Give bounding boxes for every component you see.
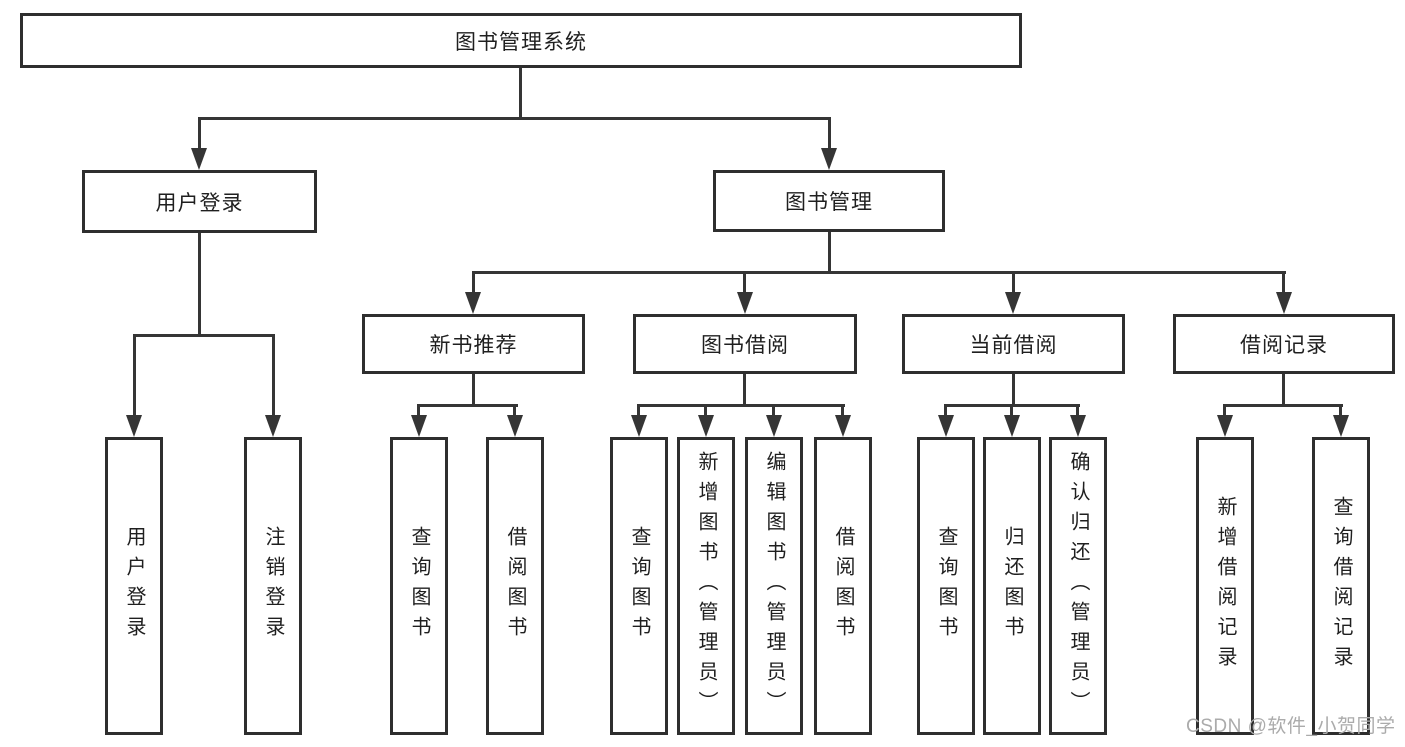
leaf-bb-query-book: 查询图书 — [610, 437, 668, 735]
leaf-label: 查询图书 — [628, 526, 650, 646]
connector-line — [1282, 374, 1285, 407]
connector-line — [1282, 271, 1285, 292]
connector-line — [1012, 374, 1015, 407]
arrow-down-icon — [1005, 292, 1021, 314]
leaf-bb-borrow-book: 借阅图书 — [814, 437, 872, 735]
leaf-label: 借阅图书 — [832, 526, 854, 646]
node-label: 图书管理系统 — [455, 30, 587, 54]
node-label: 当前借阅 — [969, 334, 1058, 357]
connector-line — [1010, 404, 1013, 415]
connector-line — [828, 232, 831, 274]
arrow-down-icon — [766, 415, 782, 437]
arrow-down-icon — [698, 415, 714, 437]
connector-line — [472, 271, 1286, 274]
connector-line — [704, 404, 707, 415]
leaf-user-login: 用户登录 — [105, 437, 163, 735]
arrow-down-icon — [938, 415, 954, 437]
node-user-login: 用户登录 — [82, 170, 317, 233]
node-label: 用户登录 — [155, 191, 244, 215]
node-book-borrowing: 图书借阅 — [633, 314, 857, 374]
csdn-watermark: CSDN @软件_小贺同学 — [1186, 716, 1396, 737]
connector-line — [513, 404, 516, 415]
leaf-cb-confirm-return-admin: 确认归还（管理员） — [1049, 437, 1107, 735]
leaf-label: 新增借阅记录 — [1214, 496, 1236, 676]
leaf-label: 归还图书 — [1001, 526, 1023, 646]
leaf-cb-query-book: 查询图书 — [917, 437, 975, 735]
node-label: 图书管理 — [785, 191, 873, 214]
leaf-rec-borrow-book: 借阅图书 — [486, 437, 544, 735]
connector-line — [272, 334, 275, 415]
leaf-rec-query-book: 查询图书 — [390, 437, 448, 735]
connector-line — [638, 404, 845, 407]
connector-line — [1339, 404, 1342, 415]
connector-line — [198, 117, 831, 120]
arrow-down-icon — [631, 415, 647, 437]
leaf-label: 新增图书（管理员） — [695, 451, 717, 721]
connector-line — [472, 271, 475, 292]
arrow-down-icon — [737, 292, 753, 314]
leaf-cb-return-book: 归还图书 — [983, 437, 1041, 735]
connector-line — [743, 271, 746, 292]
arrow-down-icon — [411, 415, 427, 437]
leaf-label: 编辑图书（管理员） — [763, 451, 785, 721]
arrow-down-icon — [126, 415, 142, 437]
connector-line — [944, 404, 947, 415]
arrow-down-icon — [191, 148, 207, 170]
connector-line — [828, 117, 831, 148]
connector-line — [418, 404, 518, 407]
node-library-management-system: 图书管理系统 — [20, 13, 1022, 68]
leaf-label: 用户登录 — [123, 526, 145, 646]
leaf-label: 确认归还（管理员） — [1067, 451, 1089, 721]
connector-line — [1224, 404, 1343, 407]
leaf-label: 查询借阅记录 — [1330, 496, 1352, 676]
leaf-br-add-record: 新增借阅记录 — [1196, 437, 1254, 735]
leaf-label: 注销登录 — [262, 526, 284, 646]
node-current-borrowing: 当前借阅 — [902, 314, 1125, 374]
connector-line — [637, 404, 640, 415]
node-label: 图书借阅 — [701, 334, 789, 357]
arrow-down-icon — [1004, 415, 1020, 437]
arrow-down-icon — [1333, 415, 1349, 437]
leaf-bb-edit-book-admin: 编辑图书（管理员） — [745, 437, 803, 735]
connector-line — [472, 374, 475, 407]
arrow-down-icon — [835, 415, 851, 437]
leaf-logout-login: 注销登录 — [244, 437, 302, 735]
arrow-down-icon — [265, 415, 281, 437]
node-label: 借阅记录 — [1240, 334, 1328, 357]
node-borrowing-records: 借阅记录 — [1173, 314, 1395, 374]
arrow-down-icon — [1070, 415, 1086, 437]
leaf-label: 查询图书 — [408, 526, 430, 646]
connector-line — [133, 334, 136, 415]
leaf-bb-add-book-admin: 新增图书（管理员） — [677, 437, 735, 735]
connector-line — [743, 374, 746, 407]
node-book-management: 图书管理 — [713, 170, 945, 232]
leaf-br-query-record: 查询借阅记录 — [1312, 437, 1370, 735]
node-new-book-recommend: 新书推荐 — [362, 314, 585, 374]
connector-line — [772, 404, 775, 415]
arrow-down-icon — [1217, 415, 1233, 437]
connector-line — [1223, 404, 1226, 415]
leaf-label: 查询图书 — [935, 526, 957, 646]
connector-line — [133, 334, 275, 337]
arrow-down-icon — [1276, 292, 1292, 314]
leaf-label: 借阅图书 — [504, 526, 526, 646]
connector-line — [198, 233, 201, 336]
arrow-down-icon — [465, 292, 481, 314]
node-label: 新书推荐 — [429, 334, 518, 357]
connector-line — [519, 68, 522, 118]
connector-line — [841, 404, 844, 415]
connector-line — [417, 404, 420, 415]
arrow-down-icon — [507, 415, 523, 437]
connector-line — [1076, 404, 1079, 415]
connector-line — [1012, 271, 1015, 292]
connector-line — [198, 117, 201, 148]
arrow-down-icon — [821, 148, 837, 170]
